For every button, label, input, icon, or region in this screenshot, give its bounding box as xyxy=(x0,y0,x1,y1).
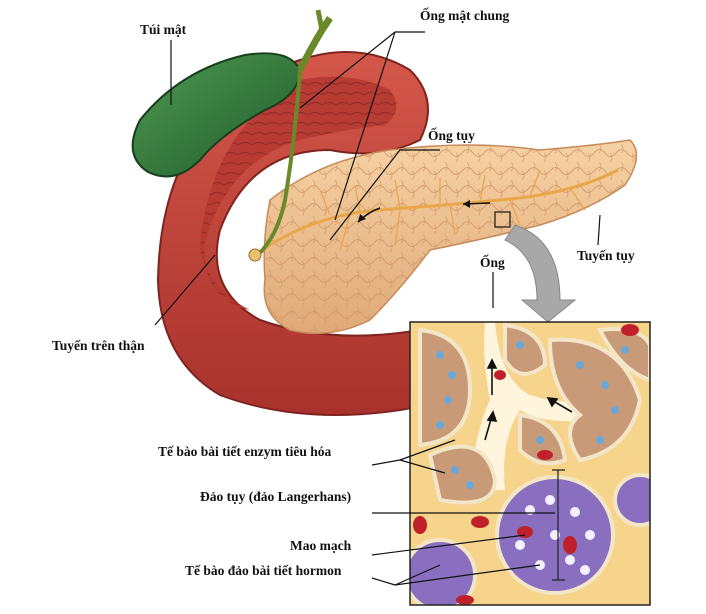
label-gallbladder: Túi mật xyxy=(140,22,187,37)
label-duct: Ống xyxy=(480,255,505,270)
detail-inset xyxy=(410,322,650,605)
label-enzyme-cells: Tế bào bài tiết enzym tiêu hóa xyxy=(158,444,332,459)
label-islet: Đảo tụy (đảo Langerhans) xyxy=(200,489,352,504)
gallbladder-organ xyxy=(131,9,333,178)
label-common-bile-duct: Ống mật chung xyxy=(420,8,510,23)
label-adrenal-gland: Tuyến trên thận xyxy=(52,338,145,353)
leader-lines xyxy=(154,31,601,586)
pancreas-organ xyxy=(248,69,638,335)
label-hormone-cells: Tế bào đảo bài tiết hormon xyxy=(185,563,342,578)
label-capillary: Mao mạch xyxy=(290,538,352,553)
zoom-arrow xyxy=(504,224,577,323)
label-pancreas: Tuyến tụy xyxy=(577,248,635,263)
label-pancreatic-duct: Ống tụy xyxy=(428,128,475,143)
